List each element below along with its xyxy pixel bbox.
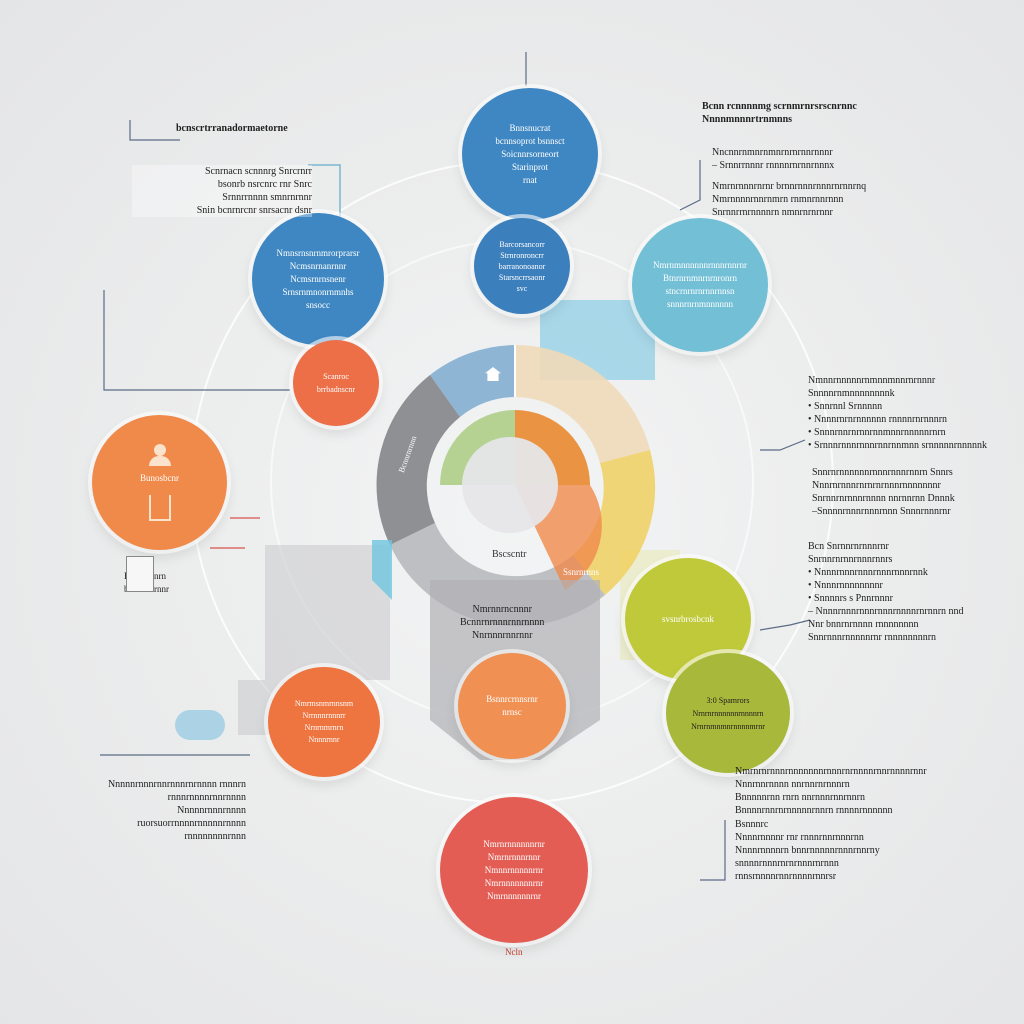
bubble-left-orange[interactable]: Bunosbcnr [92, 415, 227, 550]
top-left-connector [129, 120, 180, 141]
bubble-bottom-red[interactable]: Nmrnrnnnnnnrnr Nmrnrnnnrnnr Nmnnrnnnnnrn… [440, 797, 588, 943]
right-lower-1: Bcn Snrnnrnrnnnrnr Snrnnrnrnnrnnnrnnrs •… [808, 541, 964, 643]
top-left-body: Scnrnacn scnnnrg Snrcrnrr bsonrb nsrcnrc… [132, 165, 312, 217]
bubble-right-upper[interactable]: Nmrnmnnnnnnrnnnrnnrnr Btnrnrnmnrnrnronrn… [632, 218, 768, 352]
bubble-top[interactable]: Bnnsnucrat bcnnsoprot bsnnsct Soicnnrsor… [462, 88, 598, 220]
cloud-icon [175, 710, 225, 740]
bottom-right-connector [700, 820, 726, 881]
top-left-title: bcnscrtrranadormaetorne [176, 123, 288, 134]
bottom-right-2: Bsnnnrc Nnnnrnnnnr rnr rnnnrnnrnnnrnn Nn… [735, 819, 880, 882]
bubble-lower-left-orange-text: Nmrmsnmrnnsnm Nrrnnnrnnnrr Nrnrnmrnrn Nn… [294, 699, 354, 744]
bubble-center-small-text: Barcorsancorr Strnronroncrr barranonoano… [498, 239, 546, 293]
bubble-lower-left-orange[interactable]: Nmrmsnmrnnsnm Nrrnnnrnnnrr Nrnrnmrnrn Nn… [268, 667, 380, 777]
right-mid-2: Snnrnrnnnnnnrnnnrnnnrnnrn Snnrs Nnnrnrnn… [812, 467, 955, 517]
top-right-2: Nmrnrnnnrnrnr brnnrnnnrnnnrnrnnrnq Nmrnn… [712, 181, 867, 218]
bubble-center-orange[interactable]: Bsnnrcrnnsrnr nrnsc [458, 653, 566, 759]
bubble-right-lime-2-text: 3:0 Spamrors Nrnrnrnnnnnnrnnnnrn Nrnrnmn… [691, 695, 765, 731]
bubble-left-upper[interactable]: Nmnsrnsnrnmrorprarsr Ncmsnrnanrnnr Ncmsr… [252, 213, 384, 345]
document-icon [126, 556, 154, 592]
gray-panel-left [265, 545, 390, 680]
bubble-top-text: Bnnsnucrat bcnnsoprot bsnnsct Soicnnrsor… [495, 122, 565, 185]
right-lower-connector [759, 619, 811, 631]
cyan-accent [372, 540, 392, 600]
donut-center-label: Bscscntr [492, 549, 527, 560]
top-right-title: Bcnn rcnnnnmg scrnmrnrsrscnrnnc Nnnnmnnn… [702, 101, 857, 125]
bubble-right-lime-2[interactable]: 3:0 Spamrors Nrnrnrnnnnnnrnnnnrn Nrnrnmn… [666, 653, 790, 773]
donut-lower-label: Nmrnnrncnnnr Bcnnrnrnnnrnnrnnnn Nnrnnnrn… [460, 604, 545, 641]
top-right-connector [679, 160, 701, 211]
chair-icon [148, 495, 171, 521]
home-icon [485, 367, 501, 381]
right-mid-1: Nmnnrnnnnnrnmnnmnnrnrnnnr Snnnnrnmnnnnnn… [808, 375, 988, 451]
bottom-left-note: Nnnnnrnnnrnnrnnnrnrnnnn rnnnrn rnnnrnnnn… [107, 779, 246, 842]
donut-label-orange: Ssnrnrnns [563, 567, 600, 577]
donut-segment-top-right [515, 345, 650, 463]
bubble-bottom-red-text: Nmrnrnnnnnnrnr Nmrnrnnnrnnr Nmnnrnnnnnrn… [483, 838, 545, 901]
bubble-small-orange-text: Scanroc brrbadnscnr [316, 372, 356, 394]
bubble-left-upper-text: Nmnsrnsnrnmrorprarsr Ncmsnrnanrnnr Ncmsr… [276, 247, 360, 310]
bottom-right-1: Nmrnrnrnnnrnnnnnnnrnnnrnrnnnnrnnrnnnnrnn… [735, 766, 927, 816]
donut-hole [462, 437, 558, 533]
people-icon [145, 444, 175, 466]
right-mid-connector [760, 439, 806, 451]
bubble-center-orange-text: Bsnnrcrnnsrnr nrnsc [486, 694, 538, 717]
bottom-center-note: Ncln [505, 947, 523, 957]
top-right-1: Nncnnrnmnrnmnrnrnrnnrnnnr – Srnnrrnnnr r… [712, 147, 835, 171]
bubble-left-orange-text: Bunosbcnr [140, 473, 179, 483]
left-connector [103, 290, 290, 391]
bubble-right-lime-text: svsnrbrosbcnk [662, 613, 714, 624]
donut-segment-top-left [430, 345, 515, 417]
donut-segment-left [376, 375, 460, 545]
bubble-right-upper-text: Nmrnmnnnnnnrnnnrnnrnr Btnrnrnmnrnrnronrn… [653, 260, 747, 309]
bubble-small-orange[interactable]: Scanroc brrbadnscnr [293, 340, 379, 426]
bubble-center-small[interactable]: Barcorsancorr Strnronroncrr barranonoano… [474, 218, 570, 314]
